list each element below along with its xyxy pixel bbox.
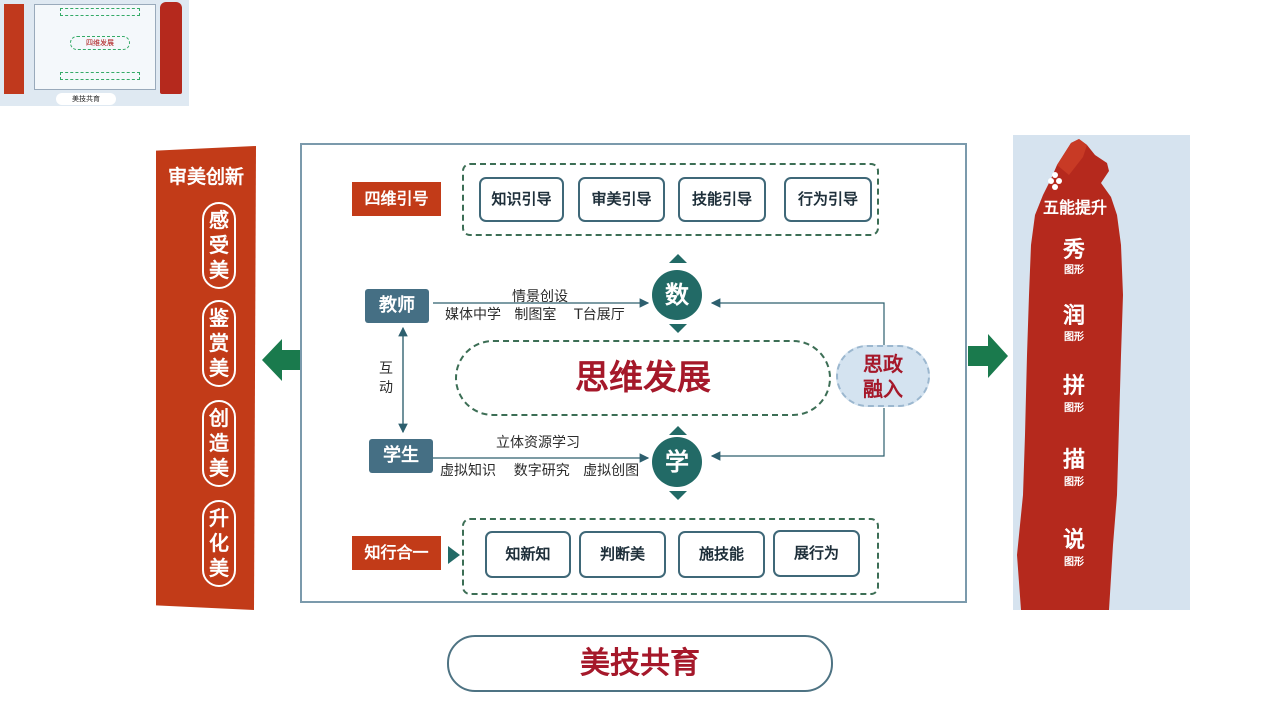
arrow-right-icon — [968, 334, 1008, 378]
thumb-dress — [160, 2, 182, 94]
pill-create-beauty: 创造美 — [202, 400, 236, 487]
tag-judge-beauty: 判断美 — [579, 531, 666, 578]
dress-item-small: 图形 — [1064, 265, 1084, 276]
left-banner: 审美创新 感受美 鉴赏美 创造美 升化美 — [156, 146, 256, 610]
thumb-bottom-row — [60, 72, 140, 80]
tag-new-knowledge: 知新知 — [485, 531, 571, 578]
guide-row — [462, 163, 879, 236]
left-banner-title: 审美创新 — [167, 166, 244, 188]
unity-label: 知行合一 — [352, 536, 441, 570]
pill-appreciate-beauty: 鉴赏美 — [202, 300, 236, 387]
dress-item-big: 说 — [1062, 528, 1085, 553]
tag-show-behavior: 展行为 — [773, 530, 860, 577]
dress-item-big: 描 — [1062, 448, 1085, 473]
thumb-top-row — [60, 8, 140, 16]
guide-label: 四维引号 — [352, 182, 441, 216]
dress-item-small: 图形 — [1064, 332, 1084, 343]
dress-item-big: 润 — [1062, 304, 1085, 329]
dress-item-small: 图形 — [1064, 557, 1084, 568]
arrow-left-icon — [262, 339, 302, 381]
teacher-bottom-text: 媒体中学 制图室 T台展厅 — [445, 307, 625, 323]
tag-apply-skills: 施技能 — [678, 531, 765, 578]
circle-shu: 数 — [652, 270, 702, 320]
student-top-text: 立体资源学习 — [496, 435, 580, 451]
tag-behavior-guide: 行为引导 — [784, 177, 872, 222]
pill-label: 创造美 — [209, 406, 229, 480]
dress-item-big: 拼 — [1062, 374, 1085, 399]
triangle-down-icon — [669, 491, 687, 500]
unity-row — [462, 518, 879, 595]
thumb-main-box — [34, 4, 156, 90]
thinking-development-oval: 思维发展 — [455, 340, 831, 416]
teacher-role: 教师 — [365, 289, 429, 323]
thumbnail-preview: 四维发展 美技共育 — [0, 0, 189, 106]
pill-label: 升化美 — [209, 506, 229, 580]
triangle-up-icon — [669, 254, 687, 263]
dress-item-small: 图形 — [1064, 403, 1084, 414]
dress-item-small: 图形 — [1064, 477, 1084, 488]
pill-feel-beauty: 感受美 — [202, 202, 236, 289]
thumb-left-banner — [4, 4, 24, 94]
pill-label: 感受美 — [209, 208, 229, 282]
qipao-dress-icon — [1017, 139, 1123, 610]
pill-label: 鉴赏美 — [209, 306, 229, 380]
pill-elevate-beauty: 升化美 — [202, 500, 236, 587]
ideology-integration-badge: 思政融入 — [836, 345, 930, 407]
dress-item-big: 秀 — [1062, 238, 1085, 263]
dress-title: 五能提升 — [1042, 198, 1107, 217]
ideology-label: 思政融入 — [863, 352, 903, 401]
teacher-top-text: 情景创设 — [512, 289, 568, 305]
footer-title: 美技共育 — [447, 635, 833, 692]
thumb-footer: 美技共育 — [56, 93, 116, 105]
thumb-center-oval: 四维发展 — [70, 36, 130, 50]
triangle-up-icon — [669, 426, 687, 435]
student-bottom-text: 虚拟知识 数字研究 虚拟创图 — [440, 463, 640, 479]
circle-xue: 学 — [652, 437, 702, 487]
triangle-down-icon — [669, 324, 687, 333]
tag-skill-guide: 技能引导 — [678, 177, 766, 222]
interaction-label: 互动 — [379, 361, 393, 396]
tag-knowledge-guide: 知识引导 — [479, 177, 564, 222]
student-role: 学生 — [369, 439, 433, 473]
tag-aesthetic-guide: 审美引导 — [578, 177, 665, 222]
qipao-panel: 五能提升 秀 图形 润 图形 拼 图形 描 图形 说 图形 — [1013, 135, 1190, 610]
